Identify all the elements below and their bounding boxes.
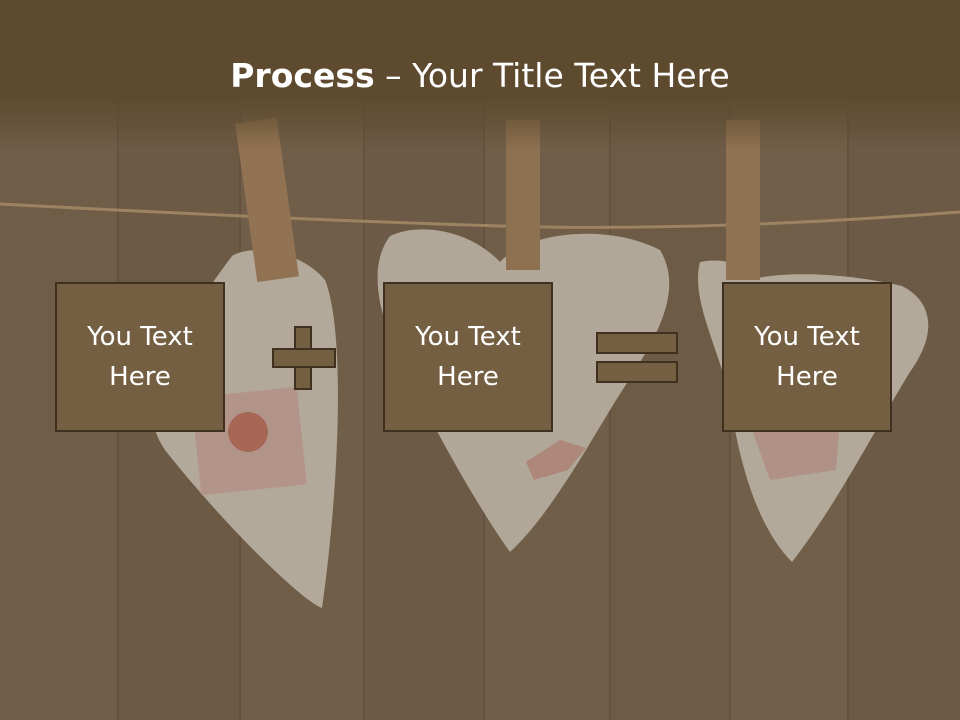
slide-title[interactable]: Process – Your Title Text Here: [0, 54, 960, 98]
title-bold: Process: [230, 56, 375, 95]
title-bar: Process – Your Title Text Here: [0, 0, 960, 150]
step-box-2-text: You Text Here: [415, 322, 521, 392]
equals-icon-bottom-bar: [596, 361, 678, 383]
equals-icon-top-bar: [596, 332, 678, 354]
title-rest: – Your Title Text Here: [374, 56, 730, 95]
plus-icon-horizontal: [272, 348, 336, 368]
step-box-1[interactable]: You Text Here: [55, 282, 225, 432]
step-box-3-text: You Text Here: [754, 322, 860, 392]
step-box-2[interactable]: You Text Here: [383, 282, 553, 432]
step-box-1-text: You Text Here: [87, 322, 193, 392]
step-box-3[interactable]: You Text Here: [722, 282, 892, 432]
